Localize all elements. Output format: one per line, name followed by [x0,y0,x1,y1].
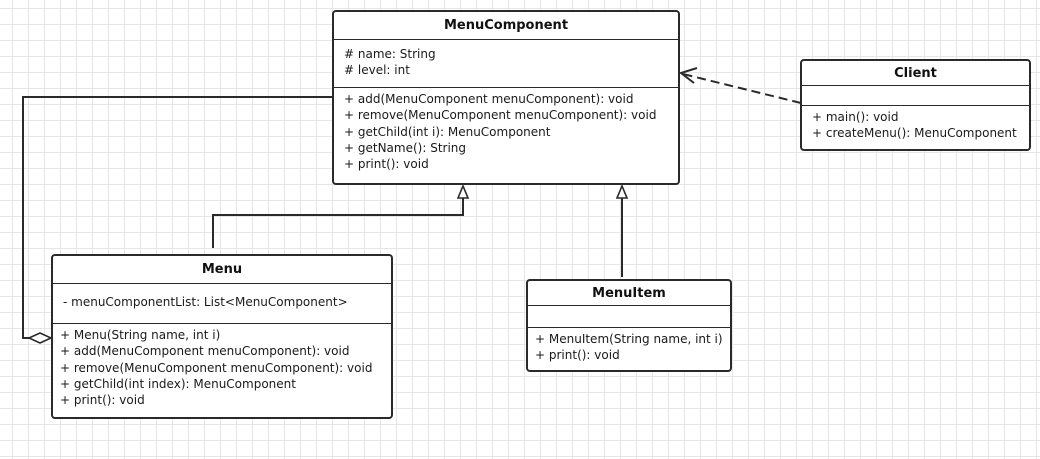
class-menuitem-name: MenuItem [528,281,730,306]
operation-line: + remove(MenuComponent menuComponent): v… [60,360,373,375]
operation-line: + main(): void [812,110,899,124]
class-menuitem-attributes [528,306,730,328]
operation-line: + remove(MenuComponent menuComponent): v… [344,108,657,123]
class-menucomponent-operations: + add(MenuComponent menuComponent): void… [334,88,678,172]
operation-line: + getChild(int i): MenuComponent [344,124,551,139]
client-dependency-line [682,73,802,104]
operation-line: + MenuItem(String name, int i) [535,332,723,346]
class-client-operations: + main(): void + createMenu(): MenuCompo… [802,106,1029,142]
operation-line: + getChild(int index): MenuComponent [60,376,296,391]
aggregation-diamond-icon [27,332,53,344]
operation-line: + print(): void [535,348,620,363]
class-menuitem-operations: + MenuItem(String name, int i) + print()… [528,328,730,364]
operation-line: + print(): void [344,157,429,172]
class-menucomponent-attributes: # name: String # level: int [334,40,678,88]
operation-line: + add(MenuComponent menuComponent): void [344,92,634,106]
class-menu-operations: + Menu(String name, int i) + add(MenuCom… [53,324,391,408]
operation-line: + createMenu(): MenuComponent [812,126,1017,141]
class-menuitem[interactable]: MenuItem + MenuItem(String name, int i) … [526,279,732,372]
attribute-line: # level: int [344,63,410,78]
class-menucomponent[interactable]: MenuComponent # name: String # level: in… [332,10,680,185]
operation-line: + Menu(String name, int i) [60,328,221,342]
operation-line: + add(MenuComponent menuComponent): void [60,344,350,359]
class-client[interactable]: Client + main(): void + createMenu(): Me… [800,59,1031,151]
operation-line: + print(): void [60,393,145,408]
class-menu-name: Menu [53,256,391,284]
attribute-line: # name: String [344,47,436,61]
class-menu[interactable]: Menu - menuComponentList: List<MenuCompo… [51,254,393,419]
attribute-line: - menuComponentList: List<MenuComponent> [63,295,348,309]
class-menu-attributes: - menuComponentList: List<MenuComponent> [53,284,391,324]
client-dependency-arrowhead [678,67,698,84]
menuitem-generalization-arrowhead [615,183,629,199]
class-client-attributes [802,86,1029,106]
class-menucomponent-name: MenuComponent [334,12,678,40]
class-client-name: Client [802,61,1029,86]
operation-line: + getName(): String [344,140,467,155]
menu-generalization-line [212,196,464,248]
aggregation-line [22,96,333,339]
menu-generalization-arrowhead [456,183,470,199]
